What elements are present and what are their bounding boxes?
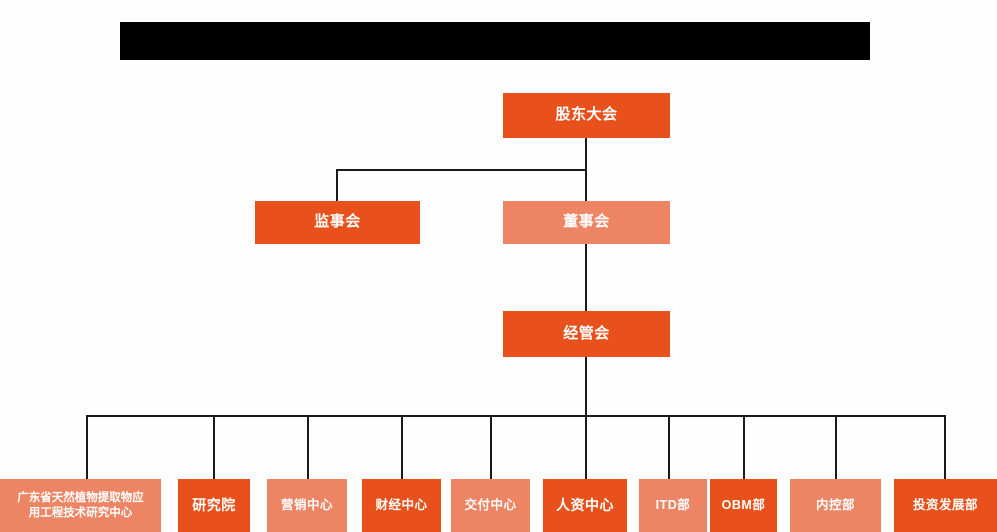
- connector-drop-obm: [743, 415, 745, 479]
- connector-drop-research-center: [86, 415, 88, 479]
- node-guangdong-research-center[interactable]: 广东省天然植物提取物应 用工程技术研究中心: [0, 479, 161, 532]
- connector-drop-investment: [944, 415, 946, 479]
- node-label: 监事会: [314, 213, 361, 231]
- node-label: 内控部: [815, 497, 855, 512]
- node-obm-department[interactable]: OBM部: [710, 479, 777, 532]
- node-label: 广东省天然植物提取物应 用工程技术研究中心: [17, 492, 144, 519]
- connector-directors-drop: [585, 169, 587, 201]
- connector-drop-hr: [585, 415, 587, 479]
- node-label: 董事会: [563, 213, 610, 231]
- node-label: 财经中心: [375, 497, 428, 512]
- connector-drop-institute: [213, 415, 215, 479]
- node-label: 股东大会: [555, 106, 618, 124]
- node-marketing-center[interactable]: 营销中心: [267, 479, 347, 532]
- node-finance-center[interactable]: 财经中心: [362, 479, 441, 532]
- node-label: OBM部: [721, 497, 766, 512]
- node-board-of-supervisors[interactable]: 监事会: [255, 201, 420, 244]
- node-management-committee[interactable]: 经管会: [503, 311, 670, 357]
- node-label: 研究院: [192, 496, 236, 513]
- node-label: 经管会: [563, 324, 610, 342]
- node-research-institute[interactable]: 研究院: [178, 479, 250, 532]
- connector-drop-delivery: [490, 415, 492, 479]
- node-delivery-center[interactable]: 交付中心: [451, 479, 530, 532]
- connector-management-stem: [585, 357, 587, 416]
- connector-directors-to-management: [585, 243, 587, 311]
- node-board-of-directors[interactable]: 董事会: [503, 201, 670, 244]
- connector-supervisors-drop: [336, 169, 338, 201]
- node-label: ITD部: [655, 497, 691, 512]
- node-label: 人资中心: [556, 496, 614, 513]
- connector-department-bus: [86, 415, 945, 417]
- node-label: 交付中心: [464, 497, 517, 512]
- connector-drop-internal-control: [835, 415, 837, 479]
- node-hr-center[interactable]: 人资中心: [543, 479, 627, 532]
- connector-drop-itd: [668, 415, 670, 479]
- connector-shareholders-stem: [585, 138, 587, 170]
- node-internal-control-department[interactable]: 内控部: [790, 479, 881, 532]
- node-investment-development-department[interactable]: 投资发展部: [894, 479, 997, 532]
- node-itd-department[interactable]: ITD部: [639, 479, 707, 532]
- connector-drop-marketing: [307, 415, 309, 479]
- connector-shareholders-bus: [336, 169, 587, 171]
- node-shareholders-meeting[interactable]: 股东大会: [503, 93, 670, 138]
- redacted-title-bar: [120, 22, 870, 60]
- node-label: 投资发展部: [912, 497, 978, 512]
- connector-drop-finance: [401, 415, 403, 479]
- node-label: 营销中心: [280, 497, 333, 512]
